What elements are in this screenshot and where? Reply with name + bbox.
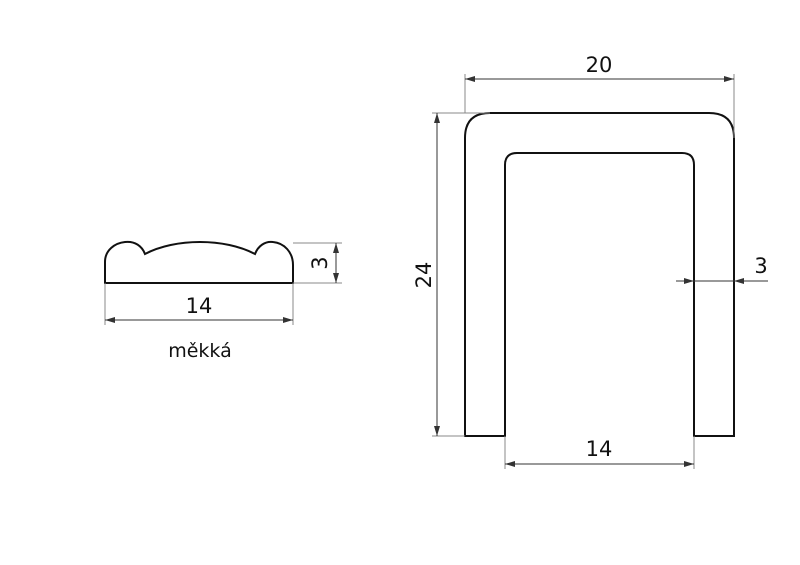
soft-profile: 3 14 měkká (104, 240, 342, 362)
soft-profile-section (104, 240, 294, 284)
dimension-thickness-label: 3 (754, 254, 767, 278)
u-profile-outline (464, 112, 735, 437)
dimension-inner-width-label: 14 (586, 437, 613, 461)
dimension-width-label: 14 (186, 294, 213, 318)
profile-label: měkká (168, 340, 232, 362)
dimension-height-label: 3 (308, 256, 332, 269)
dimension-height-label: 24 (412, 262, 436, 289)
dimension-outer-width-label: 20 (586, 53, 613, 77)
u-profile: 20 24 3 14 (412, 53, 768, 469)
